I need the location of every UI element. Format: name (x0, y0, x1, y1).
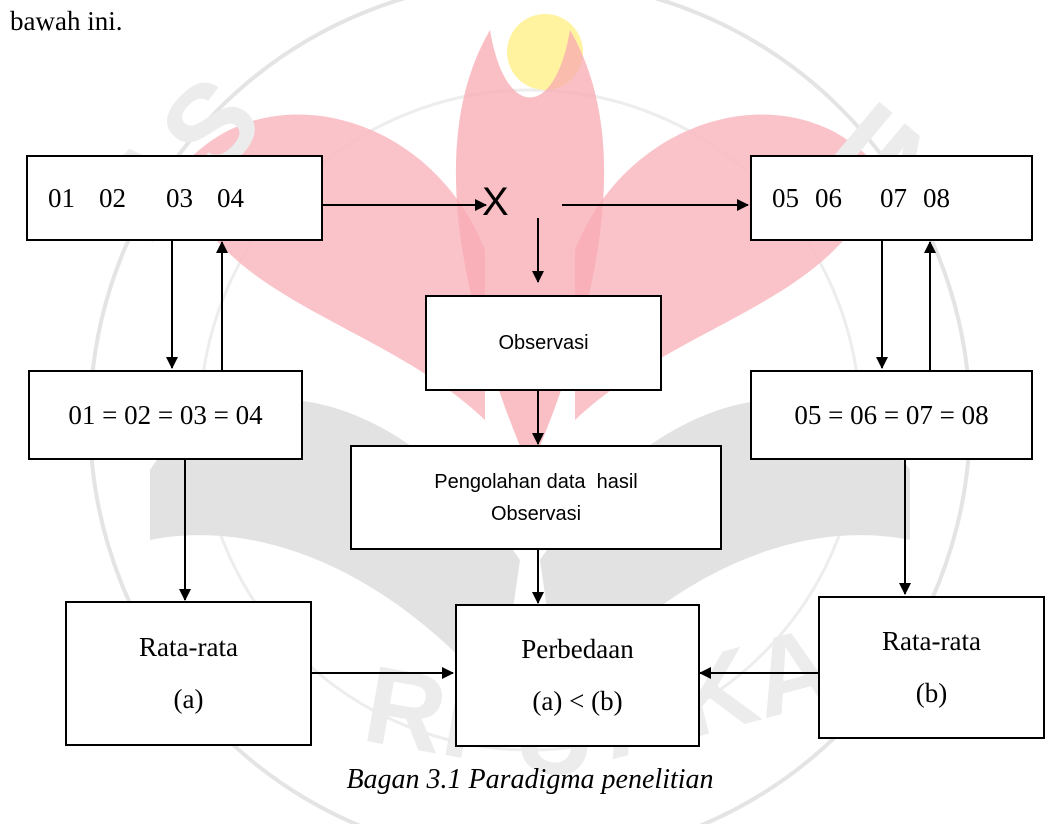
perbedaan-line1: Perbedaan (521, 634, 634, 665)
pretest-code: 03 (166, 182, 193, 213)
rata-a-line2: (a) (173, 683, 204, 714)
posttest-code: 06 (815, 182, 842, 213)
perbedaan-box: Perbedaan (a) < (b) (455, 604, 700, 747)
posttest-code: 07 (880, 182, 907, 213)
posttest-equal-box: 05 = 06 = 07 = 08 (750, 370, 1033, 460)
rata-rata-b-box: Rata-rata (b) (818, 596, 1045, 739)
pengolahan-data-box: Pengolahan data hasil Observasi (350, 445, 722, 550)
observasi-box: Observasi (425, 295, 662, 391)
pengolahan-line1: Pengolahan data hasil (434, 470, 638, 493)
rata-rata-a-box: Rata-rata (a) (65, 601, 312, 746)
rata-b-line2: (b) (915, 677, 948, 708)
pretest-equal-label: 01 = 02 = 03 = 04 (68, 399, 263, 430)
pretest-codes-box: 01 02 03 04 (26, 155, 323, 241)
posttest-code: 08 (923, 182, 950, 213)
pretest-codes: 01 02 03 04 (48, 183, 244, 214)
posttest-codes-box: 05 06 07 08 (750, 155, 1033, 241)
rata-a-line1: Rata-rata (139, 632, 238, 663)
intro-text: bawah ini. (10, 6, 123, 36)
rata-b-line1: Rata-rata (882, 626, 981, 657)
posttest-equal-label: 05 = 06 = 07 = 08 (794, 399, 989, 430)
pretest-code: 02 (99, 182, 126, 213)
figure-caption: Bagan 3.1 Paradigma penelitian (346, 764, 714, 795)
perbedaan-line2: (a) < (b) (532, 685, 623, 716)
observasi-label: Observasi (498, 332, 589, 354)
posttest-codes: 05 06 07 08 (772, 183, 950, 214)
treatment-x-label: X (482, 180, 509, 224)
pretest-code: 01 (48, 182, 75, 213)
pretest-equal-box: 01 = 02 = 03 = 04 (28, 370, 303, 460)
pretest-code: 04 (217, 182, 244, 213)
posttest-code: 05 (772, 182, 799, 213)
pengolahan-line2: Observasi (490, 502, 582, 525)
